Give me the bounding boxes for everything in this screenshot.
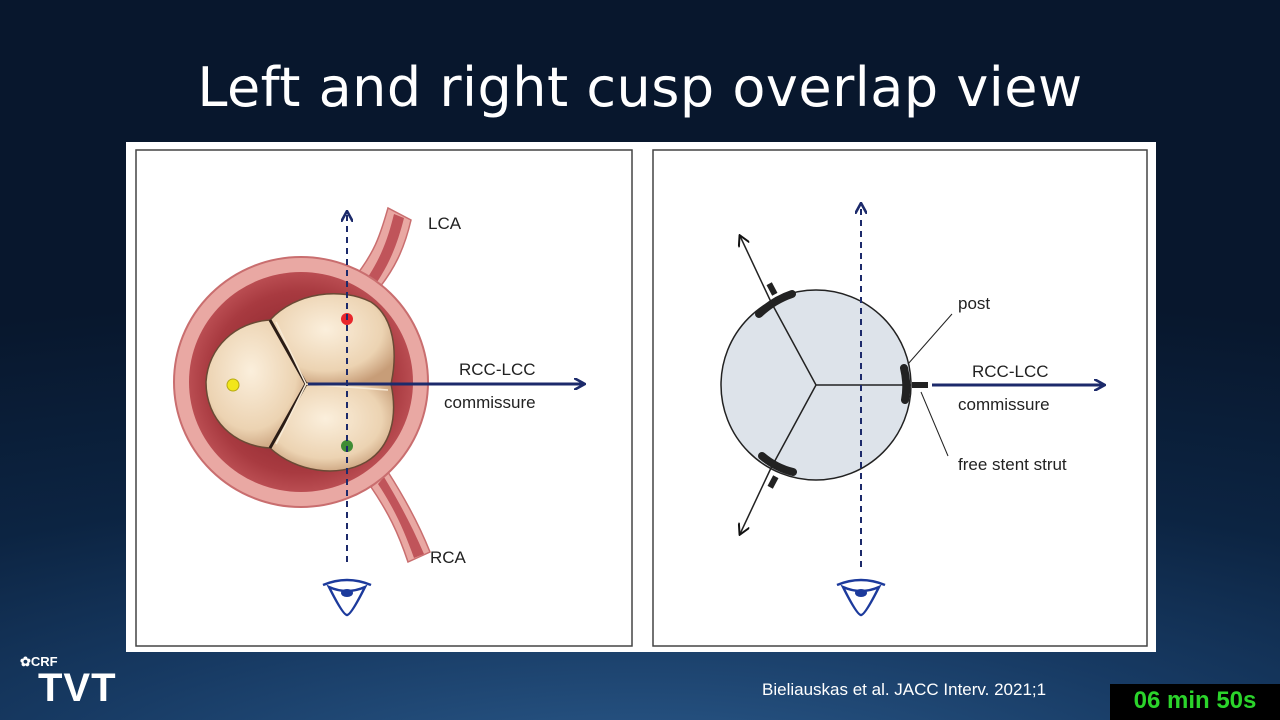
timer-badge: 06 min 50s xyxy=(1110,684,1280,720)
figure-panel: LCA RCA RCC-LCC commissure xyxy=(126,142,1156,652)
eye-icon xyxy=(836,578,886,617)
post-lower xyxy=(758,452,797,476)
slide-title: Left and right cusp overlap view xyxy=(197,56,1083,119)
right-arrow-label-2: commissure xyxy=(958,395,1050,414)
cusp-upper xyxy=(269,292,395,385)
logo-crf-text: ✿CRF xyxy=(20,654,58,669)
post-upper xyxy=(755,290,796,318)
cusp-lower xyxy=(269,383,395,472)
citation-text: Bieliauskas et al. JACC Interv. 2021;1 xyxy=(762,680,1047,699)
dot-yellow xyxy=(226,378,240,392)
crf-tvt-logo: ✿CRF TVT xyxy=(20,652,130,714)
right-arrow-label-1: RCC-LCC xyxy=(972,362,1049,381)
label-free-stent-strut: free stent strut xyxy=(958,455,1067,474)
free-stent-strut xyxy=(912,382,928,388)
left-arrow-label-2: commissure xyxy=(444,393,536,412)
post-right xyxy=(900,364,911,404)
left-arrow-label-1: RCC-LCC xyxy=(459,360,536,379)
right-panel-illustration xyxy=(720,204,1104,617)
cusp-overlap-diagram: LCA RCA RCC-LCC commissure xyxy=(135,149,1148,647)
logo-tvt-text: TVT xyxy=(38,666,117,710)
eye-icon xyxy=(322,578,372,617)
left-panel-illustration xyxy=(173,206,584,617)
label-rca: RCA xyxy=(430,548,467,567)
label-post: post xyxy=(958,294,990,313)
cusp-left xyxy=(205,319,307,449)
label-lca: LCA xyxy=(428,214,462,233)
